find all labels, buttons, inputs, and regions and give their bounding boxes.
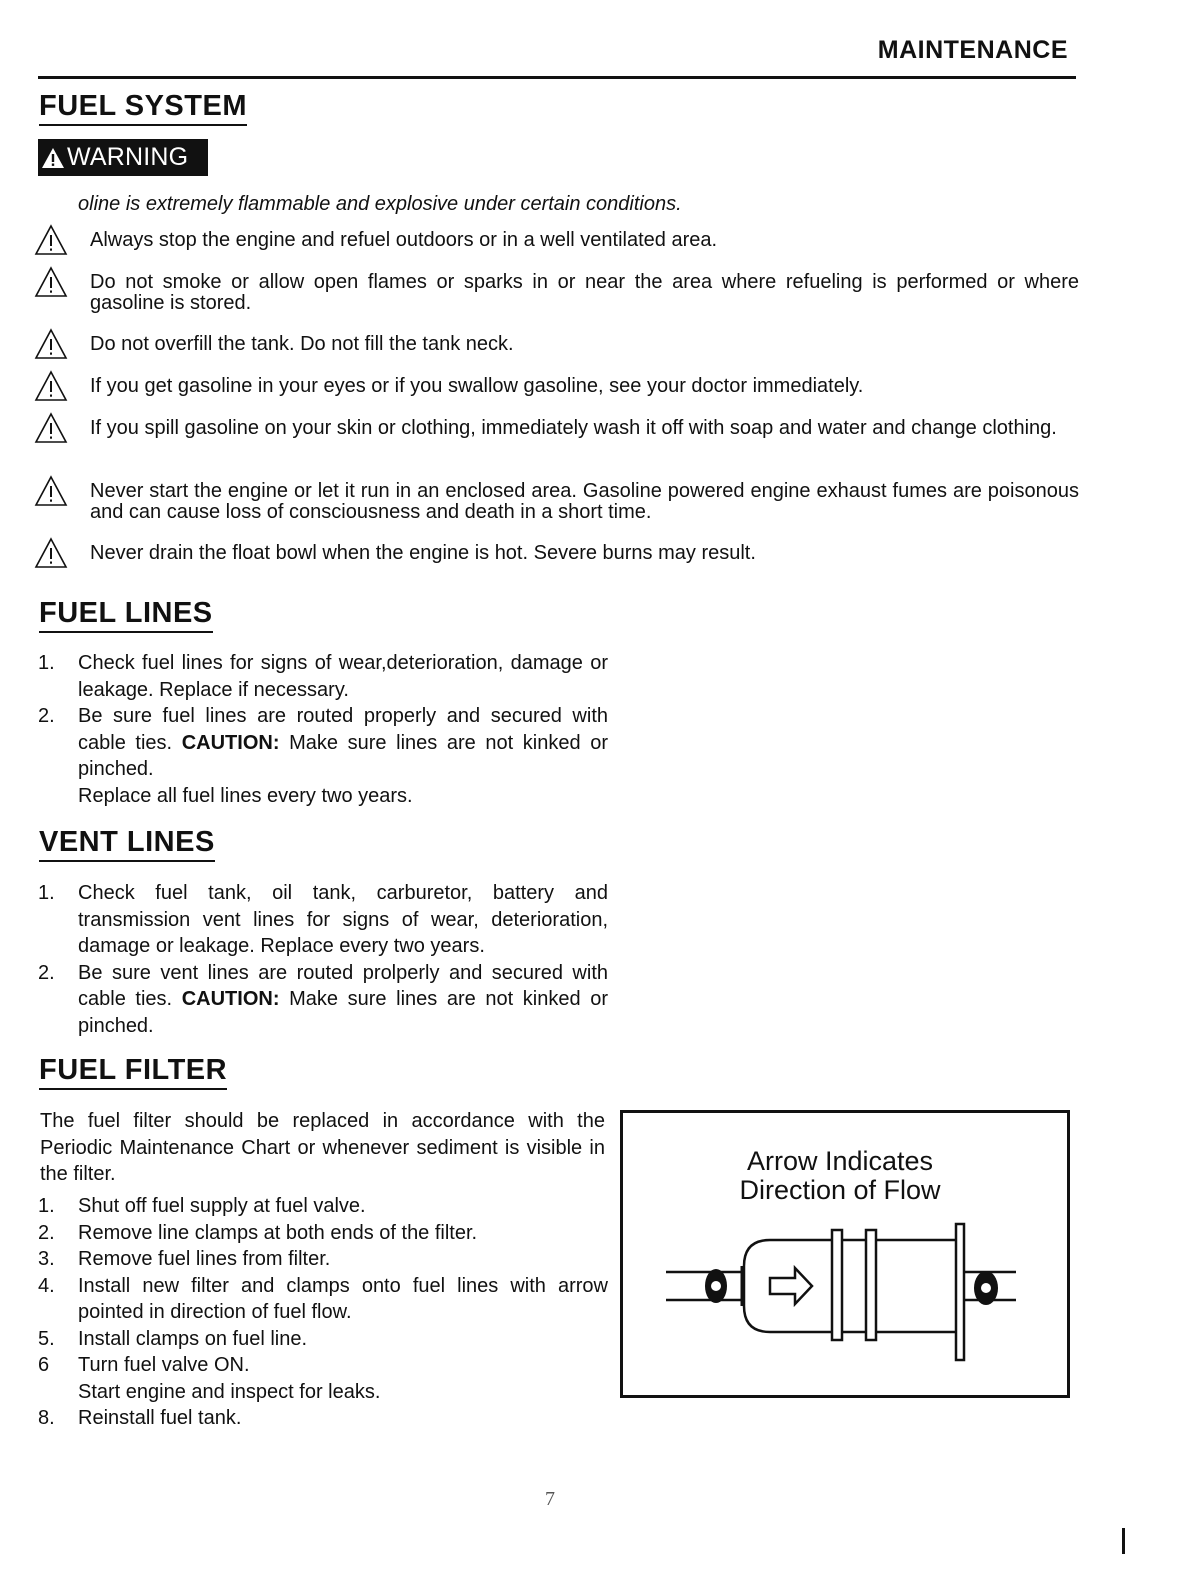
section-title-vent-lines: VENT LINES <box>39 826 215 862</box>
diagram-caption: Arrow Indicates Direction of Flow <box>650 1147 1030 1205</box>
list-number: 1. <box>38 882 55 904</box>
fuel-filter-steps: 1. Shut off fuel supply at fuel valve. 2. R… <box>38 1193 608 1432</box>
warning-item: Never start the engine or let it run in … <box>34 475 1079 523</box>
warning-item-text: Never drain the float bowl when the engi… <box>90 542 756 564</box>
list-number: 5. <box>38 1327 55 1350</box>
filter-rib <box>864 1228 878 1342</box>
edge-mark <box>1122 1528 1125 1554</box>
warning-item-text: Never start the engine or let it run in … <box>90 480 1079 523</box>
caution-label: CAUTION: <box>181 988 280 1010</box>
caution-triangle-icon <box>34 328 90 365</box>
list-number: 3. <box>38 1248 55 1270</box>
warning-badge: WARNING <box>38 139 208 176</box>
filter-end-cap <box>954 1222 966 1362</box>
step-item: 8. Reinstall fuel tank. <box>38 1405 608 1432</box>
warning-item-text: Do not smoke or allow open flames or spa… <box>90 271 1079 314</box>
list-number: 8. <box>38 1407 55 1429</box>
list-number: 2. <box>38 1221 55 1244</box>
section-title-fuel-lines: FUEL LINES <box>39 597 213 633</box>
warning-intro: oline is extremely flammable and explosi… <box>78 193 682 215</box>
section-fuel-lines: FUEL LINES <box>39 597 213 633</box>
list-number: 1. <box>38 652 55 674</box>
list-text-part: Be sure fuel lines are routed properly a… <box>78 705 608 754</box>
fuel-filter-diagram <box>620 1110 1070 1398</box>
caution-triangle-icon <box>34 224 90 261</box>
warning-item: If you get gasoline in your eyes or if y… <box>34 370 1079 407</box>
step-item: 4. Install new filter and clamps onto fue… <box>38 1273 608 1326</box>
list-item: 2. Be sure vent lines are routed prolperl… <box>38 960 608 1040</box>
caution-triangle-icon <box>34 266 90 303</box>
list-text: Be sure fuel lines are routed properly a… <box>78 703 608 783</box>
section-fuel-filter: FUEL FILTER <box>39 1054 228 1090</box>
list-text: Install new filter and clamps onto fuel … <box>78 1274 608 1324</box>
list-number <box>38 1379 78 1406</box>
list-text: Reinstall fuel tank. <box>78 1407 242 1429</box>
warning-item: Never drain the float bowl when the engi… <box>34 537 1079 574</box>
caution-triangle-icon <box>34 475 90 512</box>
warning-item: Do not overfill the tank. Do not fill th… <box>34 328 1079 365</box>
list-text: Check fuel lines for signs of wear,deter… <box>78 652 608 701</box>
warning-item-text: Always stop the engine and refuel outdoo… <box>90 229 718 251</box>
warning-item-text: Do not overfill the tank. Do not fill th… <box>90 333 514 355</box>
step-item: 1. Shut off fuel supply at fuel valve. <box>38 1193 608 1220</box>
list-text: Shut off fuel supply at fuel valve. <box>78 1195 366 1217</box>
warning-item-text: If you spill gasoline on your skin or cl… <box>90 417 1057 439</box>
list-number: 6 <box>38 1354 50 1376</box>
list-number: 2. <box>38 961 55 984</box>
page-number: 7 <box>545 1488 555 1510</box>
page-header-title: MAINTENANCE <box>877 36 1068 64</box>
warning-item: If you spill gasoline on your skin or cl… <box>34 412 1079 449</box>
section-vent-lines: VENT LINES <box>39 826 215 862</box>
warning-label: WARNING <box>67 143 189 171</box>
step-item: Start engine and inspect for leaks. <box>38 1379 608 1406</box>
step-item: 6 Turn fuel valve ON. <box>38 1352 608 1379</box>
header-divider <box>38 76 1076 79</box>
list-text-part: Make sure lines are not kinked or pinche… <box>78 731 608 781</box>
list-text: Turn fuel valve ON. <box>78 1354 250 1376</box>
warning-item-text: If you get gasoline in your eyes or if y… <box>90 375 864 397</box>
step-item: 3. Remove fuel lines from filter. <box>38 1246 608 1273</box>
caution-triangle-icon <box>34 370 90 407</box>
list-text-part: Be sure vent lines are routed prolperly … <box>78 961 608 1011</box>
list-item: 1. Check fuel lines for signs of wear,det… <box>38 650 608 703</box>
list-text-part: Make sure lines are not kinked or pinche… <box>78 988 608 1037</box>
list-number: 2. <box>38 705 55 727</box>
list-text: Remove fuel lines from filter. <box>78 1248 331 1270</box>
list-text: Be sure vent lines are routed prolperly … <box>78 960 608 1040</box>
warning-item: Do not smoke or allow open flames or spa… <box>34 266 1079 314</box>
section-fuel-system: FUEL SYSTEM <box>39 90 247 126</box>
diagram-caption-line1: Arrow Indicates <box>746 1146 934 1176</box>
caution-triangle-icon <box>34 537 90 574</box>
list-number <box>38 783 78 810</box>
list-text: Start engine and inspect for leaks. <box>78 1380 381 1403</box>
vent-lines-list: 1. Check fuel tank, oil tank, carburetor,… <box>38 880 608 1039</box>
list-number: 4. <box>38 1274 55 1297</box>
fuel-lines-list: 1. Check fuel lines for signs of wear,det… <box>38 650 608 809</box>
caution-label: CAUTION: <box>181 731 280 754</box>
flow-arrow-icon <box>768 1264 814 1308</box>
list-item: Replace all fuel lines every two years. <box>38 783 608 810</box>
section-title-fuel-system: FUEL SYSTEM <box>39 90 247 126</box>
warning-icon <box>42 147 64 168</box>
diagram-caption-line2: Direction of Flow <box>739 1175 941 1205</box>
list-item: 1. Check fuel tank, oil tank, carburetor,… <box>38 880 608 960</box>
list-item: 2. Be sure fuel lines are routed properly… <box>38 703 608 783</box>
section-title-fuel-filter: FUEL FILTER <box>39 1054 228 1090</box>
step-item: 2. Remove line clamps at both ends of the… <box>38 1220 608 1247</box>
list-text: Remove line clamps at both ends of the f… <box>78 1221 478 1244</box>
step-item: 5. Install clamps on fuel line. <box>38 1326 608 1353</box>
list-text: Install clamps on fuel line. <box>78 1327 308 1350</box>
fuel-filter-illustration <box>666 1222 1016 1362</box>
list-text: Replace all fuel lines every two years. <box>78 784 413 807</box>
fuel-filter-intro: The fuel filter should be replaced in ac… <box>40 1110 605 1185</box>
caution-triangle-icon <box>34 412 90 449</box>
warning-item: Always stop the engine and refuel outdoo… <box>34 224 1079 261</box>
list-number: 1. <box>38 1195 55 1217</box>
filter-rib <box>830 1228 844 1342</box>
list-text: Check fuel tank, oil tank, carburetor, b… <box>78 882 608 957</box>
